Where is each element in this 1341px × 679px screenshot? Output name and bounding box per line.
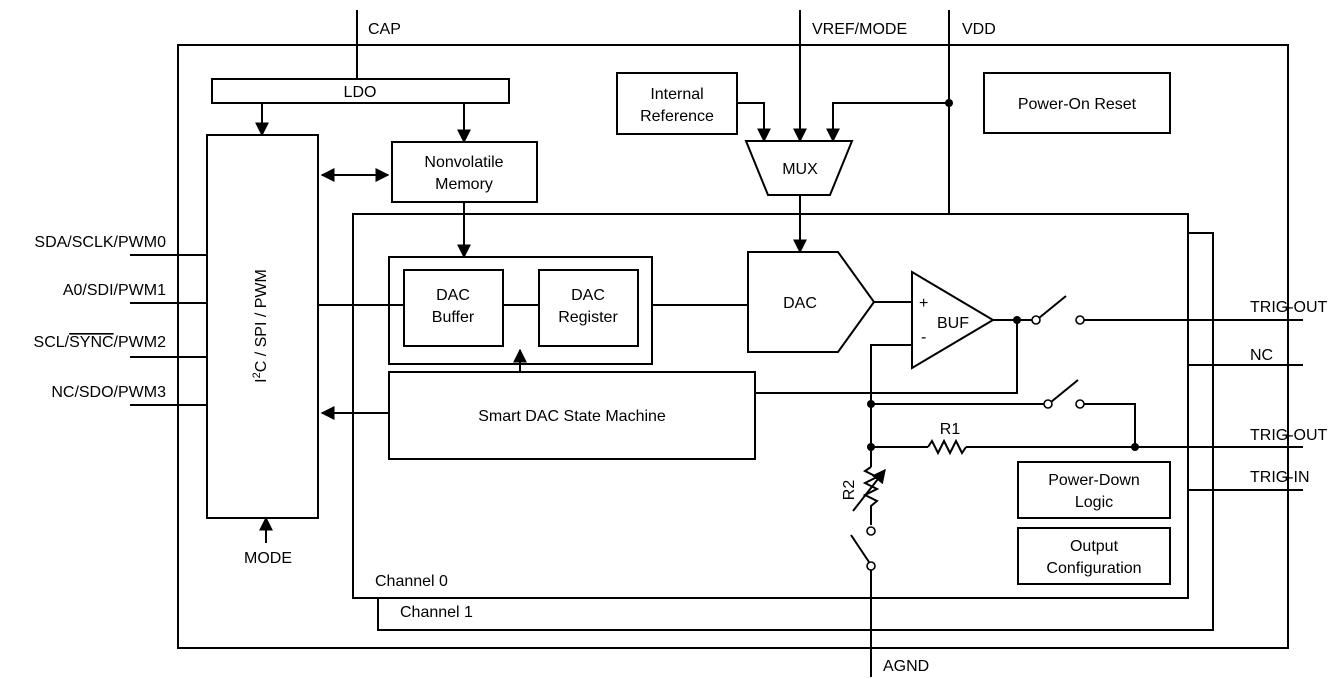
nc-label: NC bbox=[1250, 347, 1273, 364]
vdd-pin-label: VDD bbox=[962, 21, 996, 38]
power-down-logic-block bbox=[1017, 461, 1171, 519]
output-config-label-1: Output bbox=[1070, 538, 1119, 555]
r1-resistor bbox=[927, 438, 967, 456]
mux-label: MUX bbox=[782, 161, 818, 178]
chip-outline bbox=[177, 44, 1289, 649]
ref-to-mux-arrow bbox=[737, 102, 771, 143]
mux-block bbox=[744, 140, 854, 196]
dac-register-label-1: DAC bbox=[571, 287, 605, 304]
dac-buffer-block bbox=[403, 269, 504, 347]
internal-ref-label-1: Internal bbox=[650, 86, 703, 103]
buf-minus: - bbox=[921, 329, 926, 346]
vref-pin-label: VREF/MODE bbox=[812, 21, 907, 38]
dac-block bbox=[747, 251, 876, 353]
switch2-out-line bbox=[1084, 403, 1136, 447]
channel0-label: Channel 0 bbox=[375, 573, 448, 590]
r2-resistor bbox=[862, 466, 880, 525]
ldo-block bbox=[211, 78, 510, 104]
switch3-contact-top bbox=[866, 526, 876, 536]
trig-in-label: TRIG-IN bbox=[1250, 469, 1310, 486]
r1-label: R1 bbox=[940, 421, 961, 438]
state-machine-block bbox=[388, 371, 756, 460]
dac-buffer-label-1: DAC bbox=[436, 287, 470, 304]
nvm-label-2: Memory bbox=[435, 176, 493, 193]
trig-out-2-label: TRIG-OUT bbox=[1250, 427, 1328, 444]
nc-sdo-pin-label: NC/SDO/PWM3 bbox=[51, 384, 166, 401]
output-config-label-2: Configuration bbox=[1046, 560, 1141, 577]
dac-buffer-label-2: Buffer bbox=[432, 309, 475, 326]
cap-pin-label: CAP bbox=[368, 21, 401, 38]
internal-ref-label-2: Reference bbox=[640, 108, 714, 125]
nvm-block bbox=[391, 141, 538, 203]
r1-junction-dot bbox=[1131, 443, 1139, 451]
mode-pin-label: MODE bbox=[244, 550, 292, 567]
switch3-blade bbox=[850, 534, 870, 563]
channel1-label: Channel 1 bbox=[400, 604, 473, 621]
vdd-to-mux-arrow bbox=[826, 102, 949, 143]
por-label: Power-On Reset bbox=[1018, 96, 1137, 113]
buf-amplifier bbox=[911, 270, 995, 370]
switch1-contact-a bbox=[1031, 315, 1041, 325]
buf-plus: + bbox=[919, 295, 928, 312]
switch1-contact-b bbox=[1075, 315, 1085, 325]
r2-label: R2 bbox=[841, 480, 858, 501]
dac-register-label-2: Register bbox=[558, 309, 618, 326]
switch2-blade bbox=[1050, 379, 1079, 403]
nvm-label-1: Nonvolatile bbox=[424, 154, 503, 171]
state-machine-label: Smart DAC State Machine bbox=[478, 408, 666, 425]
power-on-reset-block bbox=[983, 72, 1171, 134]
switch2-contact-b bbox=[1075, 399, 1085, 409]
dac-register-block bbox=[538, 269, 639, 347]
a0-pin-label: A0/SDI/PWM1 bbox=[63, 282, 166, 299]
agnd-label: AGND bbox=[883, 658, 929, 675]
buf-to-state-line bbox=[755, 320, 1018, 394]
scl-pin-label: SCL/SYNC/PWM2 bbox=[34, 334, 167, 351]
buf-label: BUF bbox=[937, 315, 969, 332]
switch1-blade bbox=[1038, 295, 1067, 319]
power-down-label-1: Power-Down bbox=[1048, 472, 1140, 489]
ldo-label: LDO bbox=[344, 84, 377, 101]
internal-reference-block bbox=[616, 72, 738, 135]
output-configuration-block bbox=[1017, 527, 1171, 585]
r2-variable-arrow bbox=[852, 468, 886, 512]
dac-label: DAC bbox=[783, 295, 817, 312]
interface-block bbox=[206, 134, 319, 519]
feedback-line bbox=[870, 344, 912, 404]
trig-out-1-label: TRIG-OUT bbox=[1250, 299, 1328, 316]
switch3-contact-bottom bbox=[866, 561, 876, 571]
power-down-label-2: Logic bbox=[1075, 494, 1113, 511]
sda-pin-label: SDA/SCLK/PWM0 bbox=[34, 234, 166, 251]
switch2-contact-a bbox=[1043, 399, 1053, 409]
interface-label: I2C / SPI / PWM bbox=[251, 269, 270, 383]
